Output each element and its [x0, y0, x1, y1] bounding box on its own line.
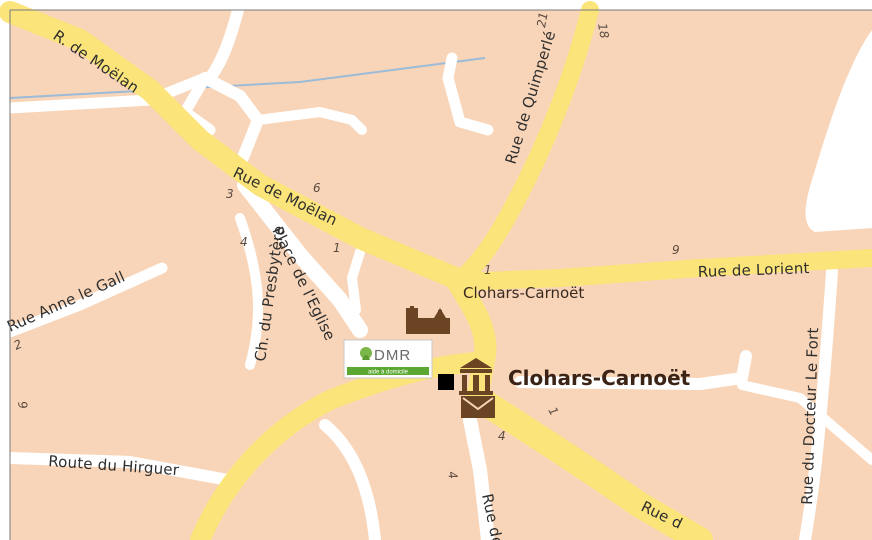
house-number: 21: [534, 11, 550, 28]
town-label-small: Clohars-Carnoët: [463, 284, 584, 302]
town-hall-icon[interactable]: [459, 358, 493, 395]
street-label-rue-de-lorient: Rue de Lorient: [698, 259, 810, 281]
logo-tagline: aide à domicile: [368, 370, 409, 376]
house-number: 3: [226, 187, 234, 201]
location-marker-icon[interactable]: [438, 374, 454, 390]
admr-logo[interactable]: DMR aide à domicile: [343, 339, 433, 379]
town-label-main: Clohars-Carnoët: [508, 366, 691, 390]
house-number: 18: [595, 22, 612, 40]
house-number: 4: [498, 429, 506, 443]
house-number: 6: [313, 181, 321, 195]
post-office-icon[interactable]: [461, 396, 495, 418]
house-number: 4: [240, 235, 248, 249]
house-number: 4: [445, 470, 460, 480]
water-body: [805, 30, 872, 232]
house-number: 9: [15, 400, 30, 410]
logo-name: DMR: [374, 347, 411, 364]
church-icon[interactable]: [406, 306, 450, 334]
stream-line: [9, 57, 486, 99]
house-number: 1: [333, 241, 341, 255]
minor-roads: [4, 4, 872, 540]
house-number: 9: [672, 243, 680, 257]
house-number: 1: [484, 263, 492, 277]
